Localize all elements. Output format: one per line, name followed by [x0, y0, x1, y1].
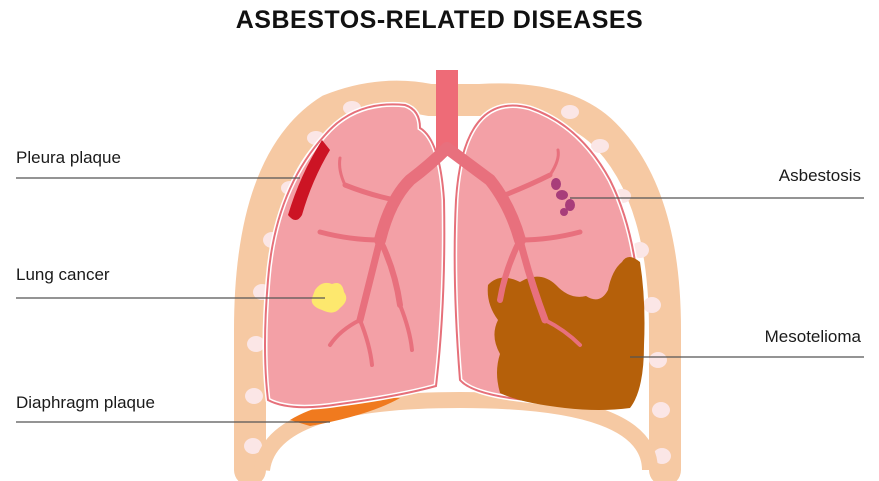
- pleura-plaque-label: Pleura plaque: [16, 148, 121, 168]
- asbestosis-label: Asbestosis: [779, 166, 861, 186]
- diaphragm-plaque-label: Diaphragm plaque: [16, 393, 155, 413]
- trachea: [436, 70, 458, 150]
- lung-cancer-label: Lung cancer: [16, 265, 110, 285]
- mesothelioma-label: Mesotelioma: [765, 327, 861, 347]
